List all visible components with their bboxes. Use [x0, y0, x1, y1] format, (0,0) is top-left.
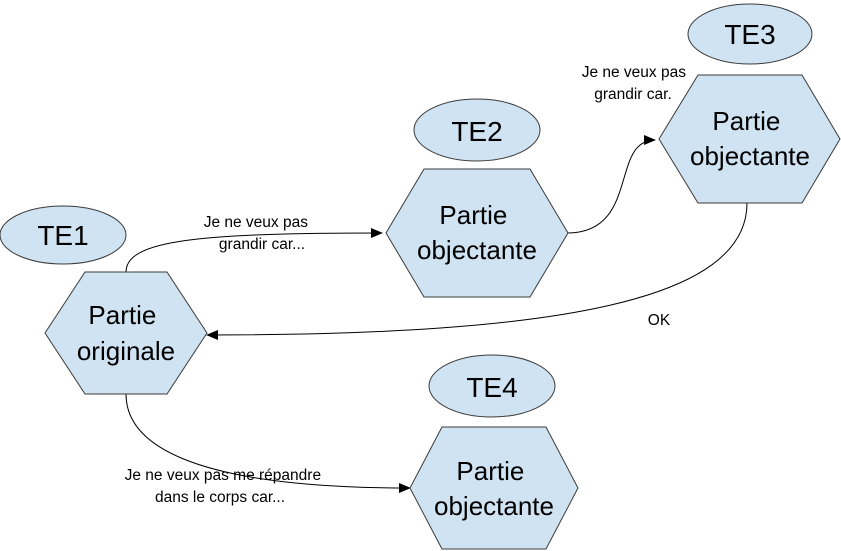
tag-te3-label: TE3 [724, 19, 775, 50]
node-partie-objectante-te3: Partie objectante [658, 74, 841, 204]
node-partie-objectante-te4-label: Partie objectante [434, 456, 554, 521]
node-partie-originale-hexagon [44, 271, 208, 395]
edge-label-to-te2-line1: Je ne veux pas [204, 214, 309, 231]
tag-te3-ellipse [687, 3, 813, 65]
node-partie-objectante-te3-label: Partie objectante [690, 106, 810, 171]
edge-label-to-te4: Je ne veux pas me répandre dans le corps… [125, 467, 326, 506]
node-partie-objectante-te2-line1: Partie [439, 200, 507, 230]
edge-label-to-te4-line2: dans le corps car... [155, 489, 285, 506]
tag-te1-label: TE1 [37, 220, 88, 251]
node-partie-objectante-te2-hexagon [385, 168, 569, 298]
tag-te4-label: TE4 [466, 372, 517, 403]
edge-label-to-te3: Je ne veux pas grandir car. [582, 64, 691, 103]
node-partie-objectante-te3-line2: objectante [690, 141, 810, 171]
node-partie-objectante-te3-hexagon [658, 74, 841, 204]
edge-label-to-te3-line2: grandir car. [594, 86, 672, 103]
edge-label-to-te2: Je ne veux pas grandir car... [204, 214, 313, 253]
edge-original-to-te2 [125, 228, 383, 273]
node-partie-objectante-te4-line2: objectante [434, 491, 554, 521]
edge-label-to-te4-line1: Je ne veux pas me répandre [125, 467, 321, 484]
node-partie-objectante-te2-line2: objectante [417, 235, 537, 265]
node-partie-objectante-te3-line1: Partie [712, 106, 780, 136]
edge-label-ok-line1: OK [648, 312, 671, 329]
node-partie-objectante-te4-hexagon [409, 426, 579, 550]
tag-te2: TE2 [413, 98, 541, 162]
node-partie-objectante-te4: Partie objectante [409, 426, 579, 550]
tag-te2-ellipse [413, 98, 541, 162]
tag-te2-label: TE2 [451, 116, 502, 147]
node-partie-objectante-te4-line1: Partie [456, 456, 524, 486]
tag-te1-ellipse [0, 205, 127, 265]
node-partie-objectante-te2: Partie objectante [385, 168, 569, 298]
edge-label-ok: OK [648, 312, 671, 329]
node-partie-originale-line2: originale [77, 336, 175, 366]
tag-te4: TE4 [428, 354, 556, 418]
node-partie-originale: Partie originale [44, 271, 208, 395]
node-partie-objectante-te2-label: Partie objectante [417, 200, 537, 265]
edge-te3-to-original [206, 202, 748, 340]
edge-label-to-te2-line2: grandir car... [219, 236, 305, 253]
node-partie-originale-line1: Partie [88, 300, 156, 330]
tag-te1: TE1 [0, 205, 127, 265]
tag-te4-ellipse [428, 354, 556, 418]
tag-te3: TE3 [687, 3, 813, 65]
edge-te2-to-te3 [566, 135, 656, 234]
node-partie-originale-label: Partie originale [77, 300, 175, 366]
edge-label-to-te3-line1: Je ne veux pas [582, 64, 687, 81]
edge-original-to-te4 [125, 393, 411, 493]
